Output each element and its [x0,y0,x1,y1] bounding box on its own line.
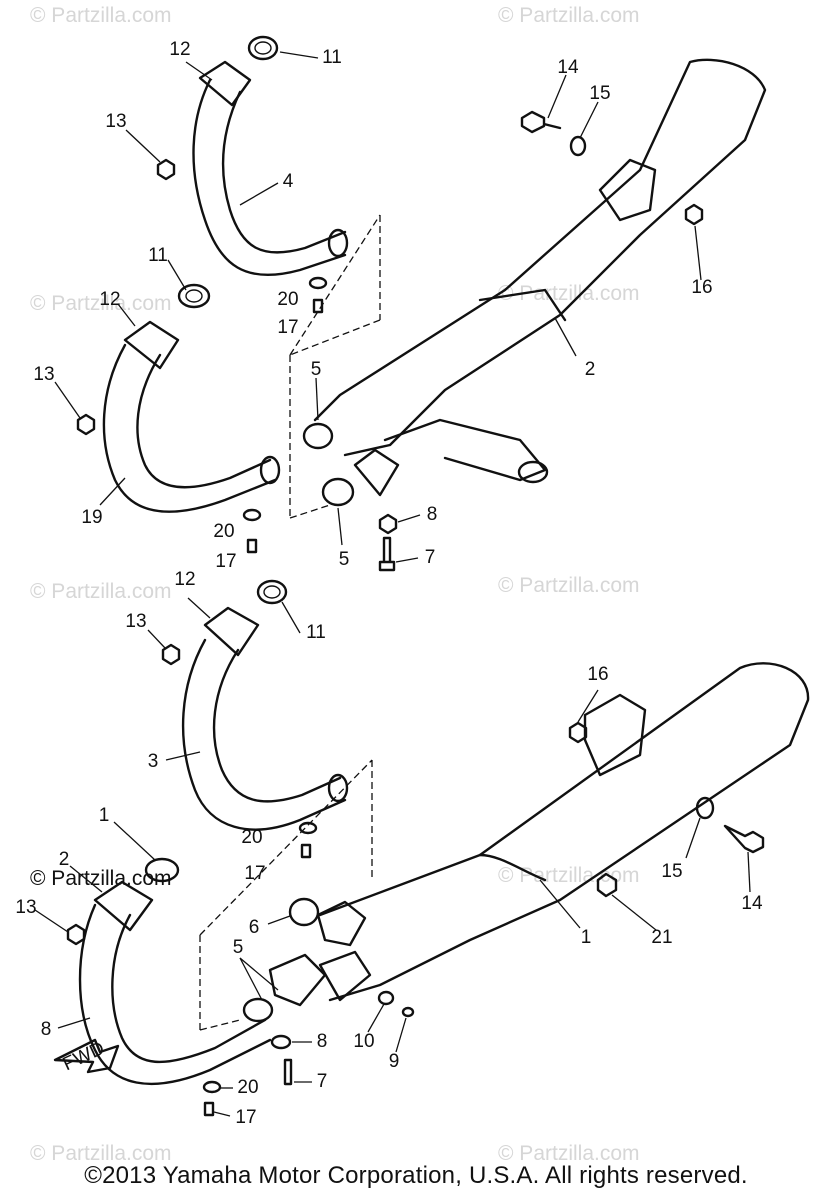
callout-11: 11 [322,47,342,68]
pipe-end [327,228,349,258]
callout-13: 13 [125,611,146,632]
joint-6 [288,897,320,927]
muffler-1 [318,662,810,1002]
callout-21: 21 [651,927,672,948]
callout-17: 17 [277,317,298,338]
nut-13 [156,158,176,181]
screw-9 [401,1006,415,1018]
gasket-11 [247,35,279,61]
callout-12: 12 [174,569,195,590]
pipe-clamp-12 [198,60,252,107]
watermark: © Partzilla.com [30,4,172,27]
callout-20: 20 [237,1077,258,1098]
gasket-11b [177,283,211,309]
watermark-dark: © Partzilla.com [30,867,172,890]
callout-19: 19 [81,507,102,528]
callout-8: 8 [427,504,438,525]
muffler-bracket [598,158,657,222]
callout-14: 14 [557,57,579,78]
callout-6: 6 [249,917,260,938]
fwd-arrow-icon [53,1038,120,1074]
watermark: © Partzilla.com [498,574,640,597]
callout-11: 11 [306,622,326,643]
callout-8: 8 [317,1031,328,1052]
callout-17: 17 [235,1107,256,1128]
exhaust-pipe-3 [181,638,347,831]
callout-8: 8 [41,1019,52,1040]
nut-16 [684,203,704,226]
watermarks: © Partzilla.com © Partzilla.com © Partzi… [30,4,640,1165]
washer-10 [377,990,395,1006]
callout-5: 5 [339,549,350,570]
callout-16: 16 [587,664,608,685]
callout-17: 17 [244,863,265,884]
callout-12: 12 [169,39,190,60]
leader-lines [34,51,751,1117]
bolt-14b [723,824,765,854]
exhaust-pipe-4 [192,78,347,277]
callout-20: 20 [241,827,262,848]
watermark: © Partzilla.com [30,1142,172,1165]
bolt-14 [520,110,562,134]
callouts: 11 12 13 4 14 15 16 2 11 12 13 19 20 17 … [15,39,763,1128]
callout-13: 13 [15,897,36,918]
watermark: © Partzilla.com [30,292,172,315]
watermark: © Partzilla.com [498,4,640,27]
nut-16b [568,721,588,744]
callout-7: 7 [317,1071,328,1092]
callout-1: 1 [99,805,110,826]
callout-5: 5 [233,937,244,958]
callout-14: 14 [741,893,763,914]
gasket-11c [256,579,288,605]
joint-5 [302,422,334,450]
washer-15 [569,135,587,157]
pipe-clamp-12d [93,880,154,932]
watermark: © Partzilla.com [498,282,640,305]
copyright-notice: ©2013 Yamaha Motor Corporation, U.S.A. A… [84,1162,748,1189]
nut-13c [161,643,181,666]
pipe-clamp-12c [203,606,260,657]
callout-2: 2 [59,849,70,870]
exhaust-pipe-19 [102,343,277,513]
callout-12: 12 [99,289,120,310]
gasket-11d [144,857,180,883]
watermark: © Partzilla.com [30,580,172,603]
callout-15: 15 [589,83,610,104]
joint-5b [321,477,355,507]
callout-10: 10 [353,1031,374,1052]
callout-9: 9 [389,1051,400,1072]
nut-21 [596,872,618,898]
callout-15: 15 [661,861,682,882]
muffler-2 [313,58,767,457]
callout-4: 4 [283,171,294,192]
watermark: © Partzilla.com [498,1142,640,1165]
callout-13: 13 [33,364,54,385]
washer-15b [695,796,715,820]
callout-20: 20 [277,289,298,310]
callout-11: 11 [148,245,168,266]
callout-5: 5 [311,359,322,380]
callout-3: 3 [148,751,159,772]
callout-17: 17 [215,551,236,572]
callout-1: 1 [581,927,592,948]
joint-5c [242,997,274,1023]
callout-16: 16 [691,277,712,298]
exhaust-pipe-8 [78,903,272,1085]
callout-13: 13 [105,111,126,132]
callout-20: 20 [213,521,234,542]
nut-13b [76,413,96,436]
crossover-pipe [383,418,547,482]
callout-2: 2 [585,359,596,380]
muffler-bracket-2 [583,693,647,777]
nut-13d [66,923,86,946]
pipe-clamp-12b [123,320,180,370]
callout-7: 7 [425,547,436,568]
